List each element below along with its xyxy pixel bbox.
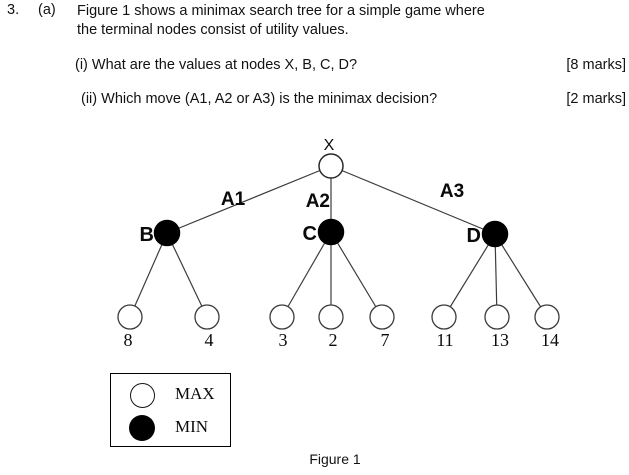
min-node-circle-b — [153, 219, 181, 247]
leaf-node-circle — [534, 304, 560, 330]
min-node-circle-c — [317, 218, 345, 246]
leaf-value: 8 — [124, 330, 133, 350]
question-intro-line1: Figure 1 shows a minimax search tree for… — [77, 3, 485, 19]
edge-d-leaf2 — [494, 233, 498, 318]
sub-question-i-text: (i) What are the values at nodes X, B, C… — [75, 57, 358, 73]
legend-max-node-icon — [130, 383, 155, 408]
min-node-circle-d — [481, 220, 509, 248]
question-intro: Figure 1 shows a minimax search tree for… — [77, 2, 543, 40]
figure-caption: Figure 1 — [309, 451, 361, 467]
sub-question-i-marks: [8 marks] — [566, 57, 626, 73]
tree-edges — [129, 165, 548, 318]
edge-b-leaf2 — [166, 232, 208, 318]
leaf-node-circle — [269, 304, 295, 330]
leaf-node-circle — [117, 304, 143, 330]
leaf-value: 11 — [436, 330, 453, 350]
max-node-circle-x — [318, 153, 344, 179]
leaf-node-circle — [318, 304, 344, 330]
edge-root-d — [330, 165, 496, 235]
leaf-node-circle — [194, 304, 220, 330]
legend-box: MAX MIN — [110, 373, 231, 447]
legend-min-label: MIN — [175, 417, 209, 436]
sub-question-ii-marks: [2 marks] — [566, 91, 626, 107]
leaf-value: 13 — [491, 330, 509, 350]
question-part-label: (a) — [38, 2, 56, 18]
leaf-node-circle — [484, 304, 510, 330]
edge-b-leaf1 — [129, 232, 168, 318]
move-label-a1: A1 — [221, 189, 246, 210]
edge-root-b — [166, 165, 332, 234]
leaf-value: 14 — [541, 330, 559, 350]
sub-question-ii-text: (ii) Which move (A1, A2 or A3) is the mi… — [81, 91, 438, 107]
leaf-value: 2 — [329, 330, 338, 350]
legend-max-label: MAX — [175, 384, 215, 403]
leaf-value: 7 — [381, 330, 390, 350]
edge-d-leaf3 — [494, 233, 548, 318]
question-number: 3. — [7, 2, 20, 18]
min-node-label-d: D — [467, 225, 481, 247]
edge-c-leaf3 — [330, 231, 383, 318]
minimax-tree-figure: A1 A2 A3 X B C D 8 4 3 2 — [0, 130, 629, 362]
leaf-node-circle — [369, 304, 395, 330]
leaf-value: 3 — [279, 330, 288, 350]
minimax-tree-svg: A1 A2 A3 X B C D 8 4 3 2 — [117, 137, 560, 350]
move-label-a2: A2 — [306, 191, 330, 212]
question-intro-line2: the terminal nodes consist of utility va… — [77, 22, 349, 38]
move-label-a3: A3 — [440, 181, 464, 202]
leaf-node-circle — [431, 304, 457, 330]
edge-d-leaf1 — [443, 233, 496, 318]
edge-c-leaf1 — [281, 231, 332, 318]
root-node-label: X — [324, 137, 335, 154]
legend-min-node-icon — [129, 415, 155, 441]
leaf-value: 4 — [205, 330, 214, 350]
min-node-label-c: C — [303, 223, 317, 245]
min-node-label-b: B — [140, 224, 154, 246]
